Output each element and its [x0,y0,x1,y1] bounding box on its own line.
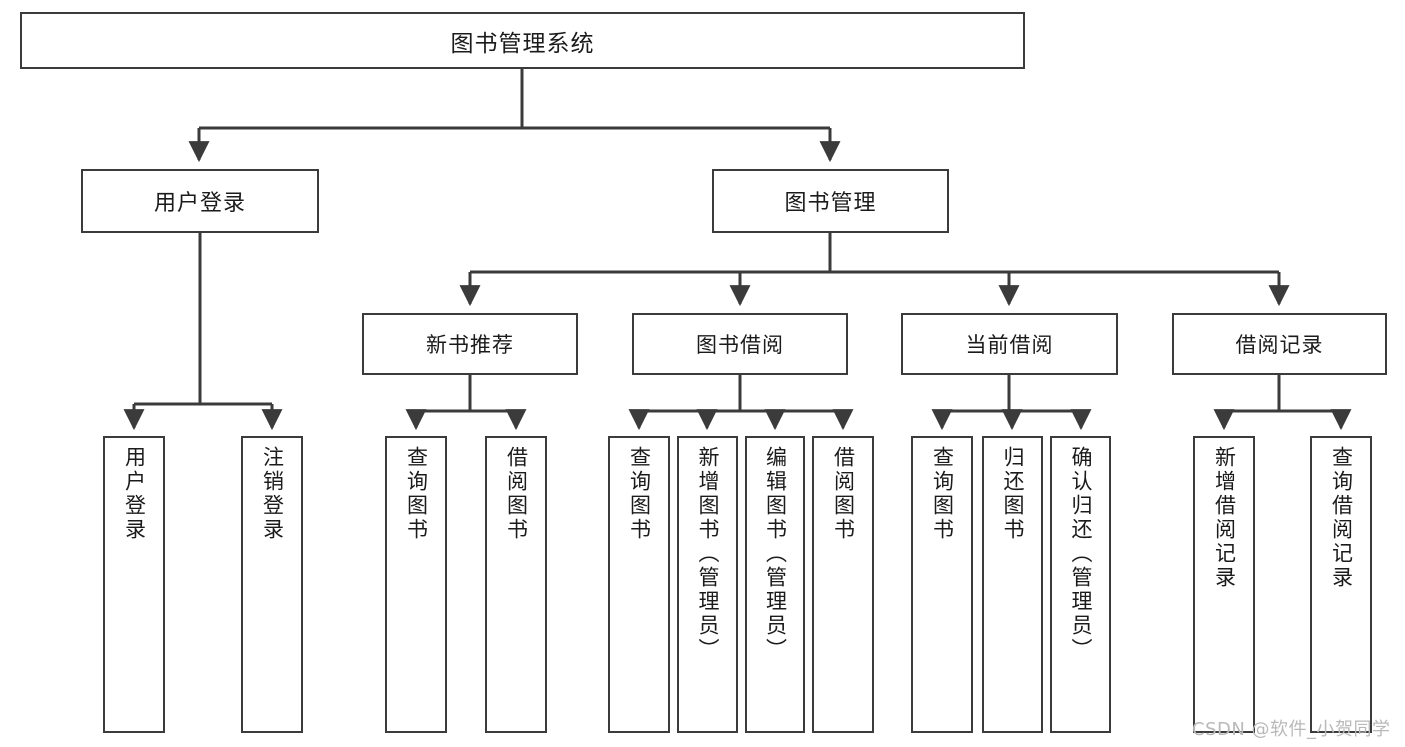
leaf-confirm-return[interactable]: 确认归还（管理员） [1050,436,1111,733]
node-borrow-record[interactable]: 借阅记录 [1172,313,1387,375]
leaf-edit-book-label: 编辑图书（管理员） [763,446,788,662]
node-book-manage-label: 图书管理 [784,191,877,216]
node-book-manage[interactable]: 图书管理 [712,169,949,233]
leaf-borrow-book-rec-label: 借阅图书 [504,446,529,542]
node-book-borrow-label: 图书借阅 [696,333,784,357]
leaf-borrow-book-label: 借阅图书 [831,446,856,542]
leaf-query-book-cur[interactable]: 查询图书 [911,436,973,733]
leaf-query-book-borrow-label: 查询图书 [627,446,652,542]
leaf-query-book-rec[interactable]: 查询图书 [385,436,447,733]
leaf-user-login[interactable]: 用户登录 [103,436,165,733]
leaf-borrow-book[interactable]: 借阅图书 [812,436,874,733]
leaf-logout-label: 注销登录 [260,446,285,542]
node-borrow-record-label: 借阅记录 [1235,333,1324,357]
leaf-user-login-label: 用户登录 [122,446,147,542]
leaf-return-book[interactable]: 归还图书 [982,436,1043,733]
leaf-return-book-label: 归还图书 [1001,446,1025,542]
leaf-add-record-label: 新增借阅记录 [1212,446,1237,590]
node-new-book-rec[interactable]: 新书推荐 [362,313,578,375]
leaf-query-book-cur-label: 查询图书 [930,446,955,542]
leaf-add-book-label: 新增图书（管理员） [696,446,720,662]
leaf-add-book[interactable]: 新增图书（管理员） [677,436,738,733]
csdn-watermark: CSDN @软件_小贺同学 [1192,719,1391,740]
node-root[interactable]: 图书管理系统 [20,12,1025,69]
leaf-edit-book[interactable]: 编辑图书（管理员） [745,436,805,733]
leaf-logout[interactable]: 注销登录 [241,436,303,733]
node-user-login[interactable]: 用户登录 [81,169,319,233]
leaf-confirm-return-label: 确认归还（管理员） [1069,446,1093,662]
leaf-borrow-book-rec[interactable]: 借阅图书 [485,436,547,733]
leaf-add-record[interactable]: 新增借阅记录 [1193,436,1255,733]
node-current-borrow[interactable]: 当前借阅 [901,313,1118,375]
node-new-book-rec-label: 新书推荐 [426,333,514,357]
leaf-query-book-rec-label: 查询图书 [404,446,429,542]
node-book-borrow[interactable]: 图书借阅 [632,313,848,375]
leaf-query-record[interactable]: 查询借阅记录 [1310,436,1372,733]
leaf-query-book-borrow[interactable]: 查询图书 [608,436,670,733]
leaf-query-record-label: 查询借阅记录 [1329,446,1354,590]
node-root-label: 图书管理系统 [450,30,595,57]
node-current-borrow-label: 当前借阅 [965,333,1054,357]
node-user-login-label: 用户登录 [153,191,246,216]
